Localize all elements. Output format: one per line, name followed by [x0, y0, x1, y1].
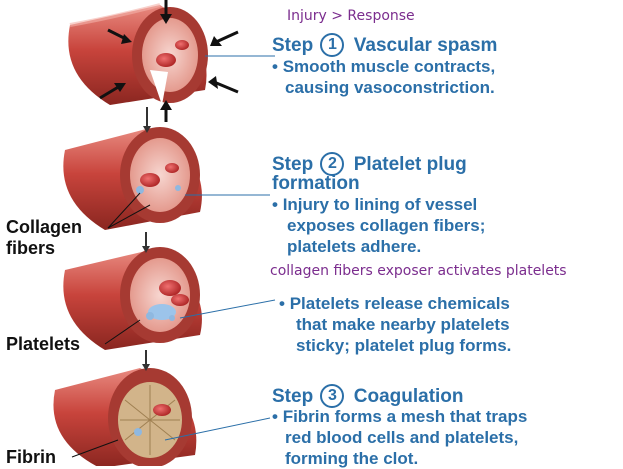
step-2-desc-line-1: • Injury to lining of vessel [272, 194, 477, 215]
leader-lines [165, 56, 275, 440]
label-collagen-line-1: Collagen [6, 217, 82, 238]
vessel-4 [53, 368, 196, 466]
step-2-title: Platelet plug [354, 154, 467, 175]
label-collagen-line-2: fibers [6, 238, 55, 259]
step-3-desc-line-1: • Fibrin forms a mesh that traps [272, 406, 527, 427]
step-1-desc-line-1: • Smooth muscle contracts, [272, 56, 495, 77]
step-2-desc-line-3: platelets adhere. [287, 236, 421, 257]
vessel-3 [63, 247, 202, 350]
step-1-title: Vascular spasm [354, 35, 498, 56]
step-3-prefix: Step [272, 386, 313, 407]
annotation: collagen fibers exposer activates platel… [270, 263, 567, 279]
vessel-1 [68, 5, 208, 105]
breadcrumb: Injury > Response [287, 8, 415, 24]
step-3-desc-line-2: red blood cells and platelets, [285, 427, 518, 448]
step-3-number: 3 [320, 384, 344, 408]
step-1-desc-line-2: causing vasoconstriction. [285, 77, 495, 98]
step-2-prefix: Step [272, 154, 313, 175]
step-1-line-1-text: Smooth muscle contracts, [283, 57, 496, 76]
label-platelets: Platelets [6, 334, 80, 355]
step-2-desc-line-2: exposes collagen fibers; [287, 215, 485, 236]
platelet-desc-line-3: sticky; platelet plug forms. [296, 335, 511, 356]
platelet-desc-line-1: • Platelets release chemicals [279, 293, 510, 314]
platelet-line-1-text: Platelets release chemicals [290, 294, 510, 313]
label-fibrin: Fibrin [6, 447, 56, 468]
platelet-desc-line-2: that make nearby platelets [296, 314, 510, 335]
step-2-line-1-text: Injury to lining of vessel [283, 195, 478, 214]
step-2-title-line-2: formation [272, 173, 360, 194]
step-3-line-1-text: Fibrin forms a mesh that traps [283, 407, 528, 426]
step-1-prefix: Step [272, 35, 313, 56]
step-1-number: 1 [320, 33, 344, 57]
step-3-title: Coagulation [354, 386, 464, 407]
